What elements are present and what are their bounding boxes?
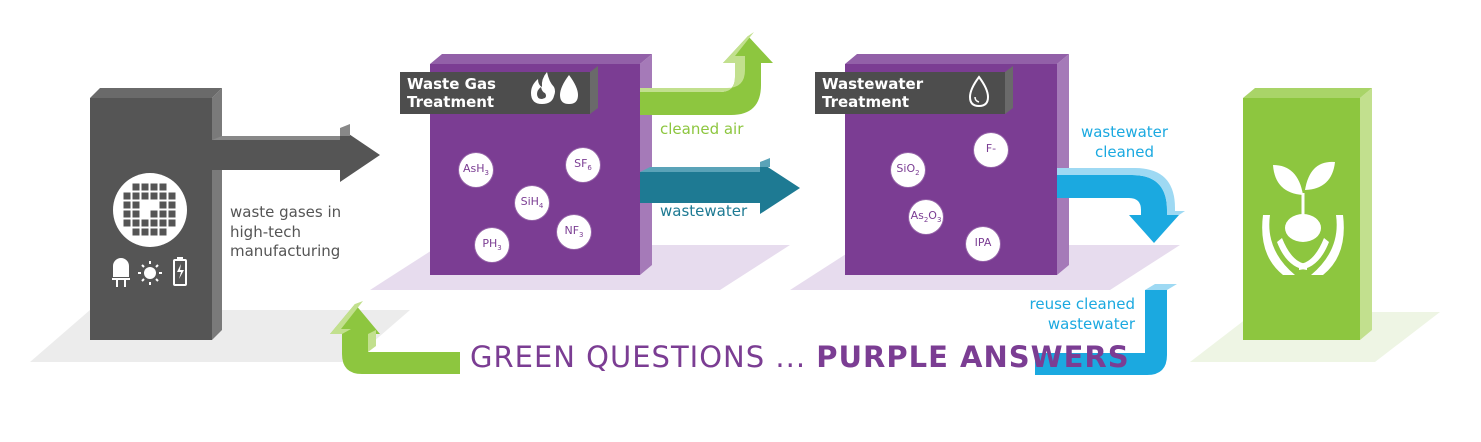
plant-in-hands-icon — [1262, 161, 1344, 275]
led-icon — [112, 258, 130, 287]
chemical-formula: PH3 — [482, 237, 502, 253]
return-arrow — [330, 301, 460, 374]
sun-icon — [138, 261, 162, 285]
chemical-formula: NF3 — [564, 224, 584, 240]
chemical-nf3: NF3 — [557, 215, 591, 249]
water-box-title-line1: Wastewater — [822, 75, 924, 93]
waste-gases-label: waste gases in high-tech manufacturing — [230, 203, 342, 260]
chemical-sih4: SiH4 — [515, 186, 549, 220]
wastewater-label: wastewater — [660, 202, 748, 220]
cleaned-air-label: cleaned air — [660, 120, 744, 138]
wastewater-cleaned-arrow — [1057, 168, 1185, 243]
drop-icon — [968, 75, 990, 108]
cleaned-air-arrow — [640, 32, 773, 115]
gas-box-title-line1: Waste Gas — [407, 75, 496, 93]
nature-block — [1243, 88, 1372, 340]
reuse-arrow — [1035, 284, 1177, 375]
chemical-formula: IPA — [974, 236, 992, 250]
chemical-formula: As2O3 — [910, 209, 942, 225]
chemical-formula: SiO2 — [896, 162, 920, 178]
tagline-bold: PURPLE ANSWERS — [816, 340, 1130, 374]
tagline: GREEN QUESTIONS ... PURPLE ANSWERS — [470, 340, 1129, 374]
water-box-title: Wastewater Treatment — [822, 75, 923, 111]
drop-icon — [560, 75, 578, 104]
chemical-ipa: IPA — [966, 227, 1000, 261]
water-treatment-box — [815, 54, 1069, 275]
water-box-title-line2: Treatment — [822, 93, 910, 111]
chemical-f: F- — [974, 133, 1008, 167]
chemical-sf6: SF6 — [566, 148, 600, 182]
waste-gas-arrow — [212, 124, 380, 182]
wastewater-arrow — [640, 158, 800, 214]
wastewater-cleaned-label: wastewater cleaned — [1080, 123, 1169, 161]
chemical-ph3: PH3 — [475, 228, 509, 262]
battery-icon — [173, 257, 187, 286]
chemical-formula: F- — [985, 142, 997, 156]
chemical-formula: SF6 — [574, 157, 592, 173]
chemical-ash3: AsH3 — [459, 153, 493, 187]
gas-box-title-line2: Treatment — [407, 93, 495, 111]
chemical-formula: SiH4 — [520, 195, 544, 211]
chemical-as2o3: As2O3 — [909, 200, 943, 234]
source-block — [90, 88, 222, 340]
reuse-cleaned-label: reuse cleaned wastewater — [1029, 295, 1135, 333]
flame-icon — [531, 72, 555, 104]
gas-box-title: Waste Gas Treatment — [407, 75, 496, 111]
tagline-light: GREEN QUESTIONS ... — [470, 340, 817, 374]
chemical-formula: AsH3 — [463, 162, 489, 178]
chemical-sio2: SiO2 — [891, 153, 925, 187]
wafer-icon — [113, 173, 187, 247]
